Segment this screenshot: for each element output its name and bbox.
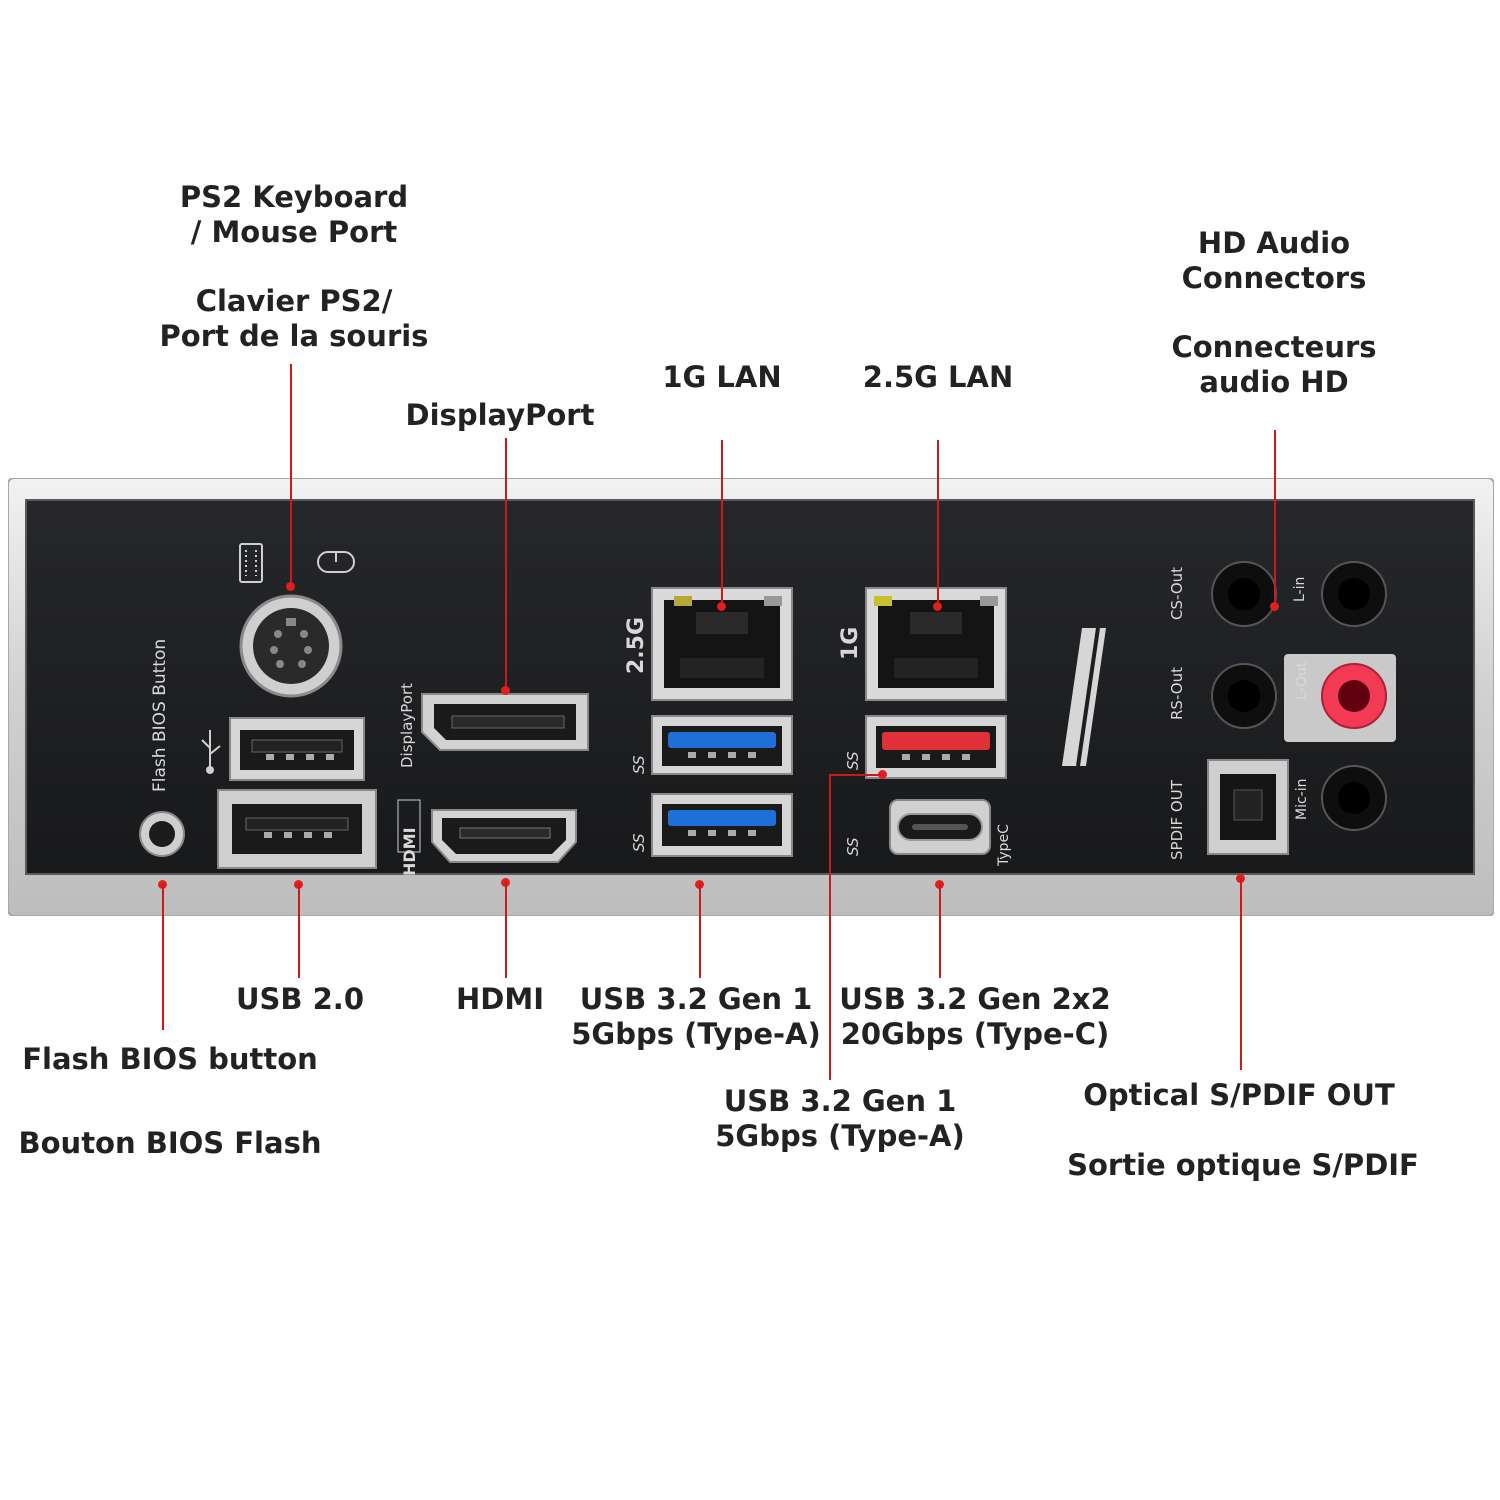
leader-hd-audio [1274,430,1276,606]
leader-lan-1g [721,440,723,606]
label-lan-1g: 1G LAN [662,360,782,394]
dot-lan-1g [717,602,726,611]
audio-jack-cs-out [1211,561,1277,627]
dot-ps2 [286,582,295,591]
usb2-port-bottom [217,789,377,869]
panel-displayport-label: DisplayPort [398,682,416,768]
label-usb32-gen1: USB 3.2 Gen 1 5Gbps (Type-A) [571,982,821,1051]
usb2-port-top [229,717,365,781]
label-usb32-gen2x2: USB 3.2 Gen 2x2 20Gbps (Type-C) [839,982,1111,1051]
leader-usb32-gen1 [699,884,701,978]
leader-usb-red-v [829,774,831,1080]
label-spdif-fr: Sortie optique S/PDIF [1067,1148,1419,1182]
panel-spdif-out-label: SPDIF OUT [1168,780,1186,860]
panel-l-out-label: L-Out [1294,661,1310,700]
panel-typec-label: TypeC [996,824,1012,866]
leader-displayport [505,438,507,690]
label-hd-audio: HD Audio Connectors [1181,226,1367,295]
leader-spdif [1240,878,1242,1070]
dot-lan-2-5g [933,602,942,611]
usb-typec-port [889,799,991,855]
audio-jack-mic-in [1321,765,1387,831]
label-flash-bios: Flash BIOS button [22,1042,318,1076]
panel-flash-bios-label: Flash BIOS Button [150,638,170,792]
ps2-port [239,594,343,698]
hdmi-logo [397,799,421,853]
panel-2-5g-label: 2.5G [624,616,649,674]
leader-usb32-gen2x2 [939,884,941,978]
label-ps2: PS2 Keyboard / Mouse Port [179,180,409,249]
usb3-blue-port-top [651,715,793,775]
dot-hd-audio [1270,602,1279,611]
audio-jack-rs-out [1211,663,1277,729]
leader-lan-2-5g [937,440,939,606]
mag-logo [1062,627,1106,767]
lan-1g-port [865,587,1007,701]
label-ps2-fr: Clavier PS2/ Port de la souris [159,284,429,353]
mouse-icon [317,551,355,573]
leader-usb20 [298,884,300,978]
spdif-optical-port [1207,759,1289,855]
panel-hdmi-label: HDMI [400,827,419,876]
leader-flash-bios [162,884,164,1030]
leader-usb-red-h [829,774,881,776]
flash-bios-button-port [139,811,185,857]
audio-jack-l-in [1321,561,1387,627]
leader-hdmi [505,882,507,978]
panel-rs-out-label: RS-Out [1168,667,1186,720]
panel-ss-label-1: SS [630,755,648,774]
panel-ss-label-2: SS [630,833,648,852]
io-shield-plate [8,478,1494,916]
label-hd-audio-fr: Connecteurs audio HD [1171,330,1377,399]
label-usb20: USB 2.0 [235,982,364,1016]
keyboard-icon [239,543,263,583]
panel-mic-in-label: Mic-in [1294,778,1310,820]
panel-1g-label: 1G [838,626,863,660]
panel-ss10-label-1: SS [844,751,862,770]
usb-symbol-icon [201,730,221,774]
label-lan-2-5g: 2.5G LAN [862,360,1014,394]
label-displayport: DisplayPort [405,398,595,432]
label-flash-bios-fr: Bouton BIOS Flash [18,1126,322,1160]
label-hdmi: HDMI [456,982,544,1016]
lan-2-5g-port [651,587,793,701]
label-usb32-gen1-red: USB 3.2 Gen 1 5Gbps (Type-A) [715,1084,965,1153]
hdmi-port [431,809,577,863]
panel-cs-out-label: CS-Out [1168,566,1186,620]
label-spdif: Optical S/PDIF OUT [1083,1078,1395,1112]
panel-l-in-label: L-in [1292,576,1308,602]
dot-displayport [501,686,510,695]
dot-usb-red [878,770,887,779]
leader-ps2 [290,364,292,586]
audio-jack-l-out [1284,654,1396,742]
panel-ss10-label-2: SS [844,837,862,856]
displayport-port [421,693,589,751]
usb-red-port [865,715,1007,779]
usb3-blue-port-bottom [651,793,793,857]
